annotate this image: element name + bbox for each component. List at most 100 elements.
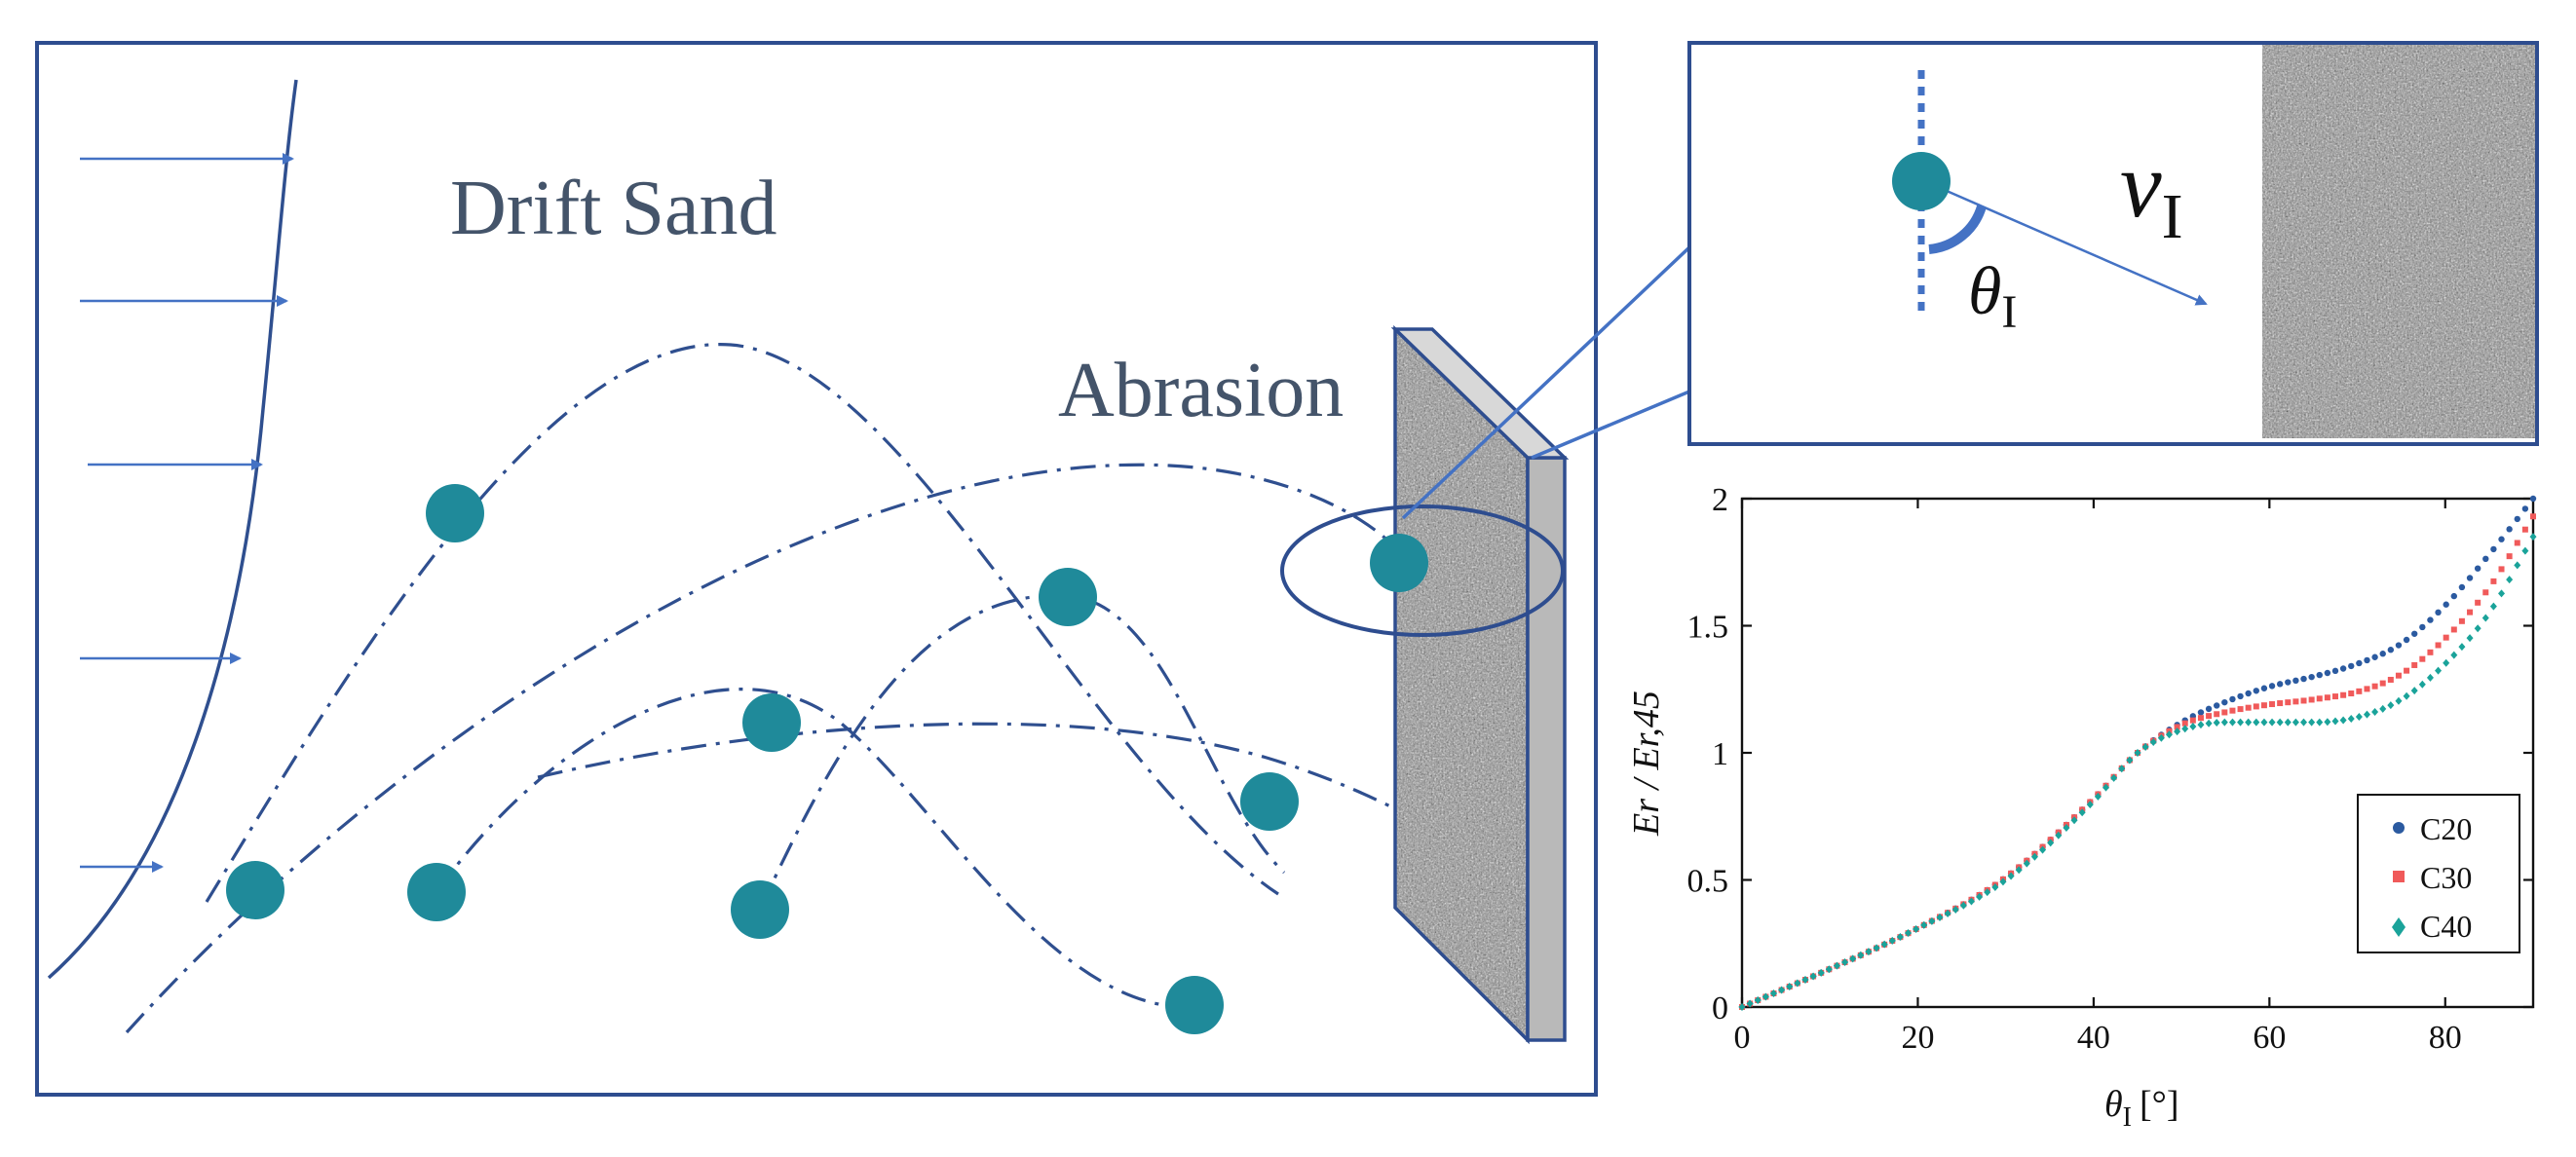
data-point — [2134, 749, 2141, 757]
data-point — [2418, 680, 2426, 689]
trajectory-path — [435, 687, 1194, 1009]
data-point — [2221, 698, 2228, 706]
data-point — [2174, 728, 2181, 736]
data-point — [2300, 718, 2308, 727]
data-point — [1825, 965, 1833, 974]
zoom-connector-line — [1531, 390, 1690, 460]
surface-texture — [2262, 41, 2535, 438]
data-point — [2482, 589, 2489, 596]
data-point — [1928, 916, 1936, 925]
data-point — [2237, 718, 2245, 727]
impact-zoom-ellipse — [1280, 504, 1565, 637]
data-point — [1809, 972, 1817, 981]
sand-particle — [1165, 976, 1224, 1034]
particle-trajectories — [125, 343, 1484, 1034]
data-point — [2268, 718, 2276, 727]
data-point — [2268, 683, 2276, 690]
data-point — [2530, 513, 2536, 520]
data-point — [2110, 773, 2118, 782]
data-point — [2324, 669, 2331, 677]
data-point — [2450, 651, 2458, 659]
data-point — [2458, 617, 2465, 624]
data-point — [2260, 718, 2268, 727]
impact-inset: vI θI — [1687, 41, 2539, 446]
data-point — [2078, 808, 2086, 817]
data-point — [2300, 697, 2307, 704]
data-point — [2356, 659, 2363, 667]
wind-arrows — [80, 153, 294, 873]
data-point — [2521, 526, 2528, 533]
x-tick-label: 80 — [2429, 1020, 2462, 1056]
data-point — [2387, 676, 2394, 683]
data-point — [2395, 672, 2402, 679]
legend-label-c20: C20 — [2420, 811, 2472, 846]
zoom-connector-line — [1401, 245, 1691, 520]
data-point — [2435, 642, 2442, 649]
legend-label-c30: C30 — [2420, 860, 2472, 895]
x-tick-label: 0 — [1734, 1020, 1751, 1056]
data-point — [2308, 718, 2316, 727]
data-point — [2316, 671, 2323, 679]
data-point — [2102, 783, 2110, 792]
data-point — [2276, 681, 2284, 688]
data-point — [2331, 667, 2339, 675]
data-point — [2475, 599, 2481, 606]
data-point — [2403, 691, 2410, 700]
data-point — [2387, 647, 2395, 653]
data-point — [2466, 575, 2474, 581]
data-point — [1857, 951, 1865, 959]
data-point — [2498, 566, 2505, 573]
data-point — [2450, 626, 2457, 633]
data-point — [2205, 705, 2213, 713]
data-point — [2419, 623, 2426, 631]
data-point — [2269, 701, 2276, 708]
legend-marker-c40 — [2392, 917, 2406, 937]
data-point — [2245, 690, 2252, 697]
series-layer — [1738, 495, 2537, 1011]
data-point — [1833, 961, 1840, 970]
data-point — [2355, 712, 2363, 721]
data-point — [2221, 709, 2228, 716]
data-point — [2339, 665, 2347, 672]
data-point — [2260, 702, 2267, 709]
data-point — [1778, 986, 1786, 994]
data-point — [1762, 992, 1769, 1001]
data-point — [2490, 578, 2497, 584]
data-point — [2514, 515, 2520, 523]
data-point — [2189, 717, 2196, 724]
data-point — [2214, 711, 2220, 718]
data-point — [1905, 929, 1913, 938]
chart-legend: C20 C30 C40 — [2357, 794, 2520, 953]
data-point — [2348, 690, 2355, 697]
data-point — [2458, 583, 2466, 591]
data-point — [2197, 721, 2205, 729]
impact-particle — [1892, 152, 1951, 210]
x-tick-label: 60 — [2253, 1020, 2286, 1056]
data-point — [2332, 693, 2338, 700]
data-point — [1786, 983, 1794, 991]
data-point — [2285, 699, 2292, 706]
data-point — [2521, 546, 2529, 555]
data-point — [2467, 609, 2474, 616]
angle-label: θI — [1968, 254, 2017, 338]
data-point — [2237, 706, 2244, 713]
data-point — [2371, 707, 2379, 716]
data-point — [2427, 649, 2434, 655]
data-point — [2379, 680, 2386, 687]
data-point — [1794, 979, 1801, 988]
data-point — [2237, 692, 2244, 700]
data-point — [2047, 839, 2055, 847]
data-point — [2284, 718, 2292, 727]
data-point — [2015, 866, 2023, 875]
data-point — [2205, 719, 2213, 728]
data-point — [2030, 852, 2038, 861]
data-point — [2292, 677, 2299, 685]
data-point — [1769, 989, 1777, 998]
data-point — [1920, 920, 1928, 929]
data-point — [2474, 624, 2481, 633]
data-point — [2529, 495, 2537, 503]
sand-particle — [1039, 568, 1097, 626]
data-point — [2094, 792, 2102, 801]
data-point — [2181, 720, 2188, 727]
sand-particle — [1240, 772, 1299, 831]
